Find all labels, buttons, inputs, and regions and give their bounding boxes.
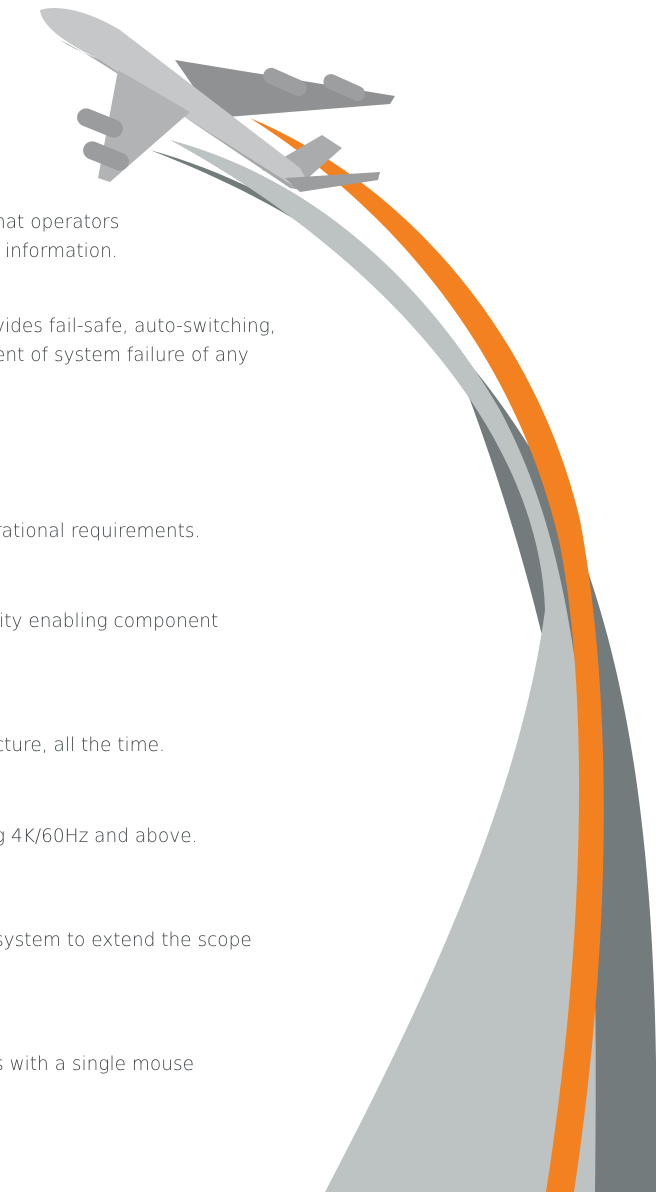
airplane-fuselage-shade (60, 40, 300, 190)
text-line-4: ent of system failure of any (0, 345, 249, 366)
airplane-fuselage (40, 8, 312, 190)
text-line-8: g 4K/60Hz and above. (0, 826, 198, 847)
airplane-icon (40, 8, 395, 192)
airplane-engine (77, 108, 123, 138)
text-line-5: rational requirements. (0, 521, 201, 542)
text-line-9: system to extend the scope (0, 930, 252, 951)
airplane-stabilizer (285, 172, 380, 192)
airplane-engine (323, 74, 365, 101)
text-line-3: vides fail-safe, auto-switching, (0, 316, 276, 337)
text-line-1: hat operators (0, 212, 120, 233)
light-swoosh (170, 140, 596, 1192)
orange-swoosh (250, 118, 604, 1192)
text-line-10: s with a single mouse (0, 1054, 194, 1075)
text-line-6: lity enabling component (0, 611, 219, 632)
airplane-engine (83, 141, 129, 171)
airplane-engine (263, 67, 307, 97)
text-line-7: cture, all the time. (0, 735, 165, 756)
text-line-2: l information. (0, 241, 118, 262)
